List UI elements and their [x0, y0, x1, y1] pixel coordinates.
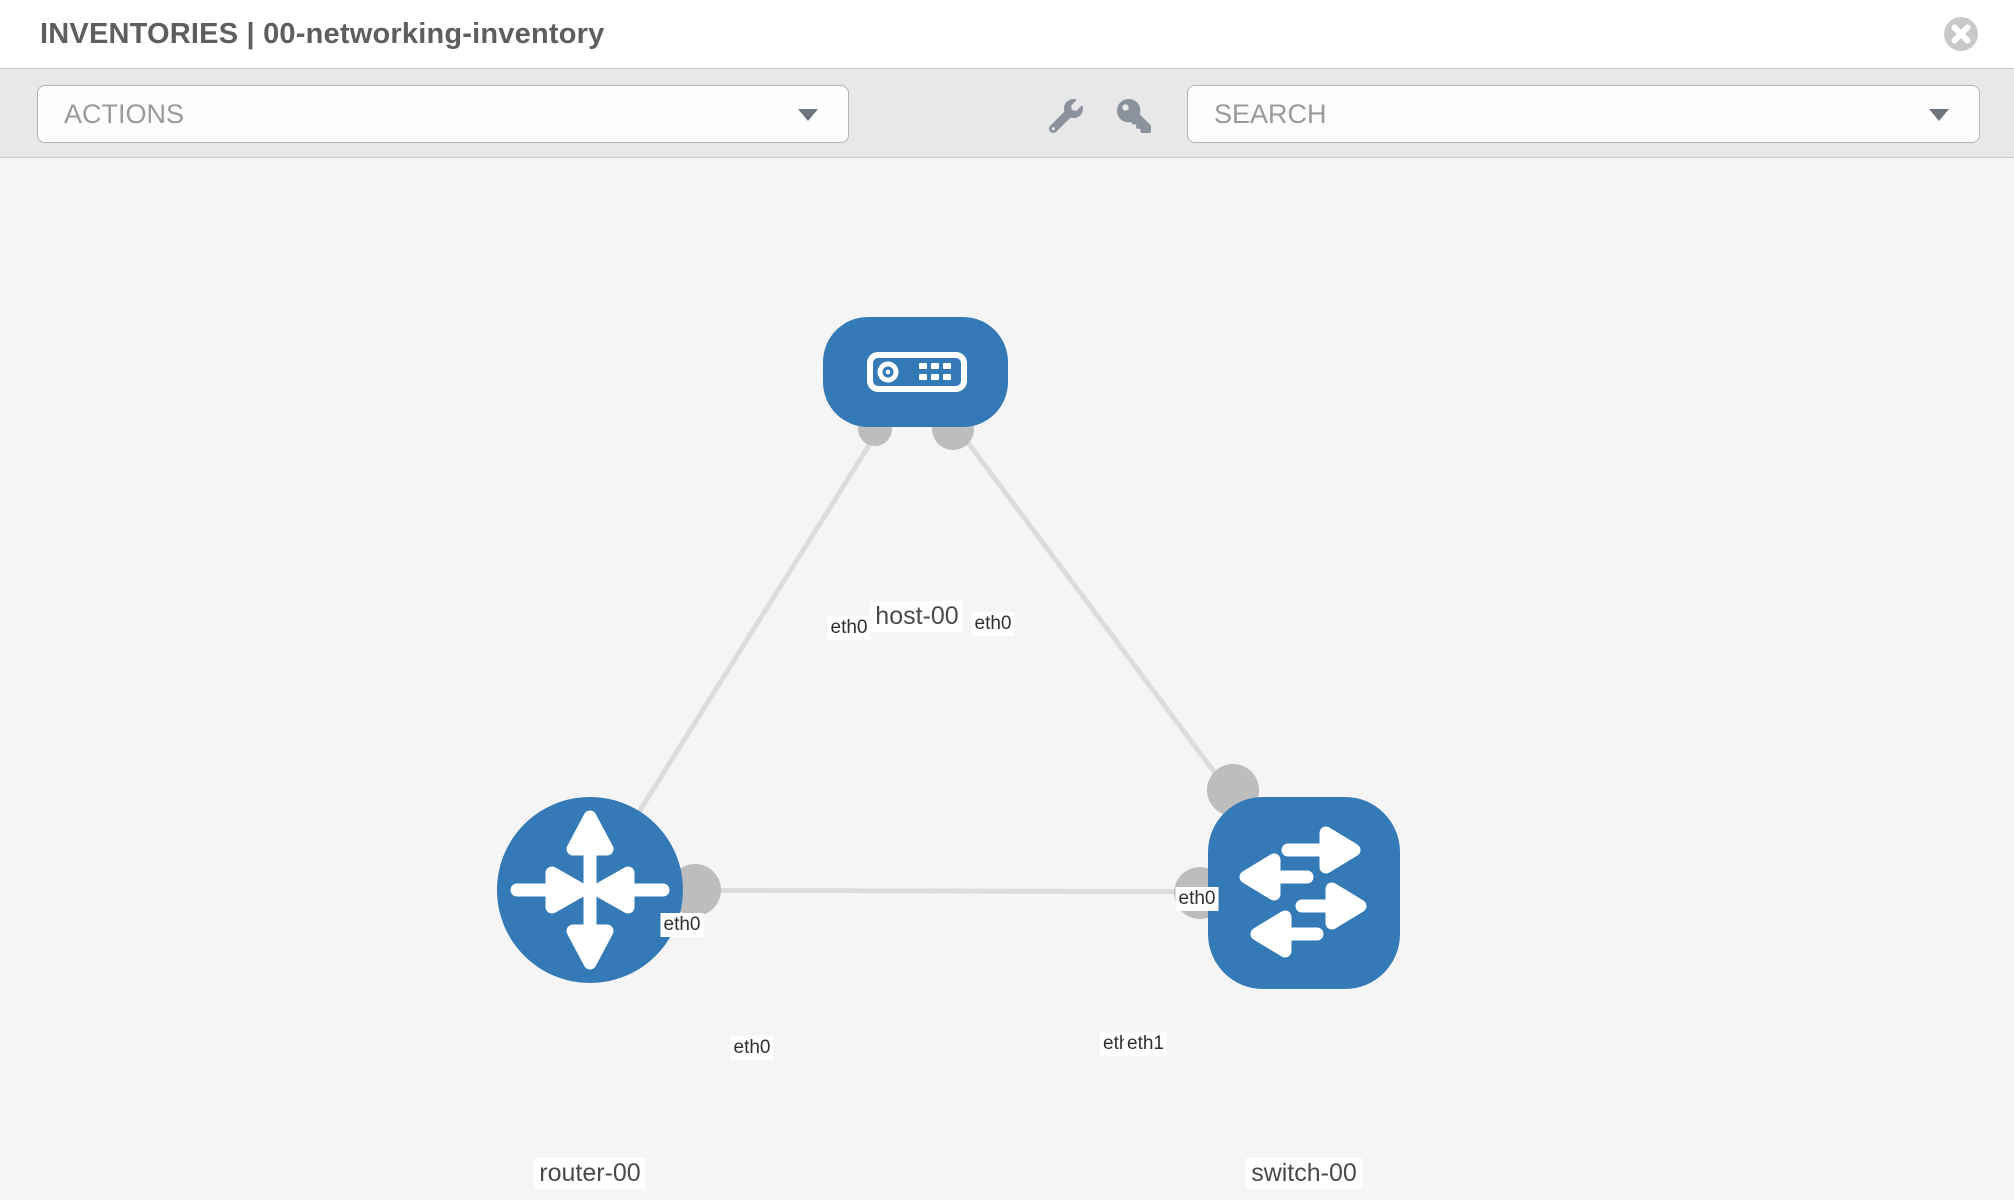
- chevron-down-icon: [1929, 109, 1949, 121]
- topology-graph: [497, 317, 1400, 989]
- topology-canvas[interactable]: eth0 eth0 eth0 eth0 eth0 eth0 eth1 host-…: [0, 160, 2014, 1200]
- port-label-host-switch-mid: eth0: [1175, 887, 1219, 911]
- node-label-switch: switch-00: [1246, 1158, 1362, 1189]
- search-input[interactable]: SEARCH: [1214, 98, 1327, 129]
- search-dropdown[interactable]: SEARCH: [1187, 85, 1980, 143]
- node-router[interactable]: [497, 797, 683, 983]
- key-icon[interactable]: [1115, 97, 1153, 135]
- edges: [587, 370, 1307, 895]
- switch-icon: [1239, 826, 1367, 958]
- close-icon[interactable]: [1942, 15, 1980, 53]
- actions-dropdown[interactable]: ACTIONS: [37, 85, 849, 143]
- node-label-host: host-00: [870, 601, 964, 632]
- port-label-host-right: eth0: [971, 612, 1015, 636]
- header-bar: INVENTORIES | 00-networking-inventory: [0, 0, 2014, 68]
- port-label-host-left: eth0: [827, 616, 871, 640]
- page-title: INVENTORIES | 00-networking-inventory: [40, 17, 605, 50]
- port-label-switch-eth1: eth1: [1124, 1032, 1167, 1056]
- router-icon: [510, 810, 670, 970]
- port-label-router-right: eth0: [730, 1036, 774, 1060]
- edge-host-router[interactable]: [587, 370, 918, 892]
- port-label-host-router-mid: eth0: [660, 913, 704, 937]
- wrench-icon[interactable]: [1047, 97, 1085, 135]
- toolbar: ACTIONS SEARCH: [0, 68, 2014, 158]
- node-label-router: router-00: [534, 1158, 646, 1189]
- node-host[interactable]: [823, 317, 1008, 427]
- interface-connectors: [669, 408, 1259, 919]
- chevron-down-icon: [798, 109, 818, 121]
- actions-dropdown-label: ACTIONS: [64, 98, 185, 129]
- host-icon: [867, 352, 967, 392]
- node-switch[interactable]: [1208, 797, 1400, 989]
